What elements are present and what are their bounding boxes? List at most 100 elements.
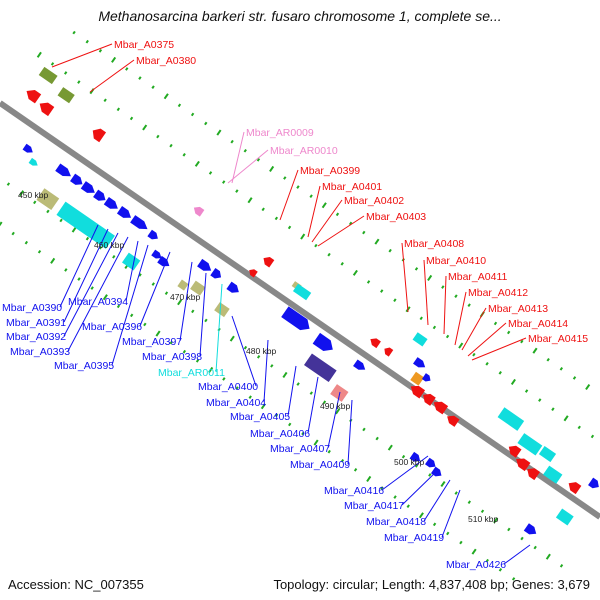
blue-gene-feature[interactable] <box>353 359 367 372</box>
gene-label[interactable]: Mbar_A0417 <box>344 500 404 512</box>
blue-gene-feature[interactable] <box>425 457 438 470</box>
red-gene-feature[interactable] <box>408 382 426 399</box>
red-gene-feature[interactable] <box>368 336 381 349</box>
cyan-gene-feature[interactable] <box>28 157 40 168</box>
gene-label[interactable]: Mbar_A0414 <box>508 318 568 330</box>
gene-label[interactable]: Mbar_A0395 <box>54 360 114 372</box>
blue-gene-feature[interactable] <box>409 451 423 464</box>
navy-gene-feature[interactable] <box>303 353 337 383</box>
cyan-gene-feature[interactable] <box>56 201 115 249</box>
blue-gene-feature[interactable] <box>116 206 134 221</box>
blue-gene-feature[interactable] <box>210 268 223 281</box>
gene-label[interactable]: Mbar_A0419 <box>384 532 444 544</box>
blue-gene-feature[interactable] <box>22 143 35 155</box>
blue-gene-feature[interactable] <box>103 196 121 212</box>
gene-label[interactable]: Mbar_A0375 <box>114 39 174 51</box>
red-gene-feature[interactable] <box>247 267 258 278</box>
blue-gene-feature[interactable] <box>523 523 539 537</box>
cyan-gene-feature[interactable] <box>292 283 312 301</box>
gene-label[interactable]: Mbar_A0418 <box>366 516 426 528</box>
gene-label[interactable]: Mbar_A0406 <box>250 428 310 440</box>
red-gene-feature[interactable] <box>420 391 436 406</box>
gene-label[interactable]: Mbar_AR0010 <box>270 145 338 157</box>
gene-label[interactable]: Mbar_A0410 <box>426 255 486 267</box>
gene-label[interactable]: Mbar_A0404 <box>206 397 266 409</box>
gene-label[interactable]: Mbar_A0409 <box>290 459 350 471</box>
gene-label[interactable]: Mbar_A0390 <box>2 302 62 314</box>
red-gene-feature[interactable] <box>566 479 582 495</box>
cyan-gene-feature[interactable] <box>121 252 141 271</box>
khaki-gene-feature[interactable] <box>190 280 206 296</box>
gene-label[interactable]: Mbar_A0398 <box>142 351 202 363</box>
red-gene-feature[interactable] <box>431 398 449 415</box>
orange-gene-feature[interactable] <box>410 371 425 386</box>
blue-gene-feature[interactable] <box>147 229 160 242</box>
gene-label[interactable]: Mbar_AR0009 <box>246 127 314 139</box>
gene-label[interactable]: Mbar_A0413 <box>488 303 548 315</box>
cyan-gene-feature[interactable] <box>412 332 428 347</box>
blue-gene-feature[interactable] <box>130 215 150 233</box>
khaki-gene-feature[interactable] <box>214 302 230 318</box>
gene-label[interactable]: Mbar_AR0011 <box>158 367 225 379</box>
red-gene-feature[interactable] <box>261 254 275 268</box>
gene-label[interactable]: Mbar_A0415 <box>528 333 588 345</box>
red-gene-feature[interactable] <box>89 126 107 143</box>
gene-label[interactable]: Mbar_A0401 <box>322 181 382 193</box>
cyan-gene-feature[interactable] <box>543 465 563 484</box>
blue-gene-feature[interactable] <box>281 306 313 334</box>
red-gene-feature[interactable] <box>513 455 531 472</box>
leader-line <box>317 215 365 247</box>
cyan-gene-feature[interactable] <box>517 433 543 456</box>
gene-label[interactable]: Mbar_A0397 <box>122 336 182 348</box>
blue-gene-feature[interactable] <box>70 173 85 188</box>
blue-gene-feature[interactable] <box>93 189 108 204</box>
red-gene-feature[interactable] <box>23 86 42 104</box>
red-gene-feature[interactable] <box>382 346 394 357</box>
gene-label[interactable]: Mbar_A0426 <box>446 559 506 571</box>
olive-gene-feature[interactable] <box>38 66 58 85</box>
blue-gene-feature[interactable] <box>430 466 444 479</box>
gene-label[interactable]: Mbar_A0400 <box>198 381 258 393</box>
gene-label[interactable]: Mbar_A0393 <box>10 346 70 358</box>
gene-label[interactable]: Mbar_A0392 <box>6 331 66 343</box>
cyan-gene-feature[interactable] <box>538 445 557 463</box>
cyan-gene-feature[interactable] <box>555 508 574 526</box>
red-gene-feature[interactable] <box>524 465 540 481</box>
tick-mark <box>248 395 252 399</box>
gene-label[interactable]: Mbar_A0391 <box>6 317 66 329</box>
gene-label[interactable]: Mbar_A0412 <box>468 287 528 299</box>
gene-label[interactable]: Mbar_A0407 <box>270 443 330 455</box>
gene-label[interactable]: Mbar_A0380 <box>136 55 196 67</box>
blue-gene-feature[interactable] <box>312 332 337 355</box>
gene-features[interactable] <box>22 66 600 538</box>
blue-gene-feature[interactable] <box>151 249 163 261</box>
khaki-gene-feature[interactable] <box>177 279 189 291</box>
cyan-gene-feature[interactable] <box>497 407 525 431</box>
gene-label[interactable]: Mbar_A0411 <box>448 271 508 283</box>
gene-label[interactable]: Mbar_A0399 <box>300 165 360 177</box>
khaki-gene-feature[interactable] <box>36 188 60 211</box>
gene-label[interactable]: Mbar_A0394 <box>68 296 128 308</box>
red-gene-feature[interactable] <box>37 99 55 117</box>
blue-gene-feature[interactable] <box>421 373 433 383</box>
gene-label[interactable]: Mbar_A0403 <box>366 211 426 223</box>
blue-gene-feature[interactable] <box>413 357 427 370</box>
olive-gene-feature[interactable] <box>57 87 75 104</box>
gene-label[interactable]: Mbar_A0396 <box>82 321 142 333</box>
blue-gene-feature[interactable] <box>55 163 73 179</box>
gene-label[interactable]: Mbar_A0405 <box>230 411 290 423</box>
blue-gene-feature[interactable] <box>226 281 241 296</box>
tick-mark <box>432 325 437 330</box>
gene-label[interactable]: Mbar_A0402 <box>344 195 404 207</box>
gene-label[interactable]: Mbar_A0408 <box>404 238 464 250</box>
blue-gene-feature[interactable] <box>80 181 98 196</box>
blue-gene-feature[interactable] <box>197 258 214 274</box>
blue-gene-feature[interactable] <box>588 477 600 491</box>
gene-labels[interactable]: Mbar_A0375Mbar_A0380Mbar_AR0009Mbar_AR00… <box>2 39 588 571</box>
red-gene-feature[interactable] <box>445 413 460 427</box>
pink-gene-feature[interactable] <box>192 204 205 217</box>
gene-label[interactable]: Mbar_A0416 <box>324 485 384 497</box>
red-gene-feature[interactable] <box>506 443 522 458</box>
blue-gene-feature[interactable] <box>157 255 171 269</box>
